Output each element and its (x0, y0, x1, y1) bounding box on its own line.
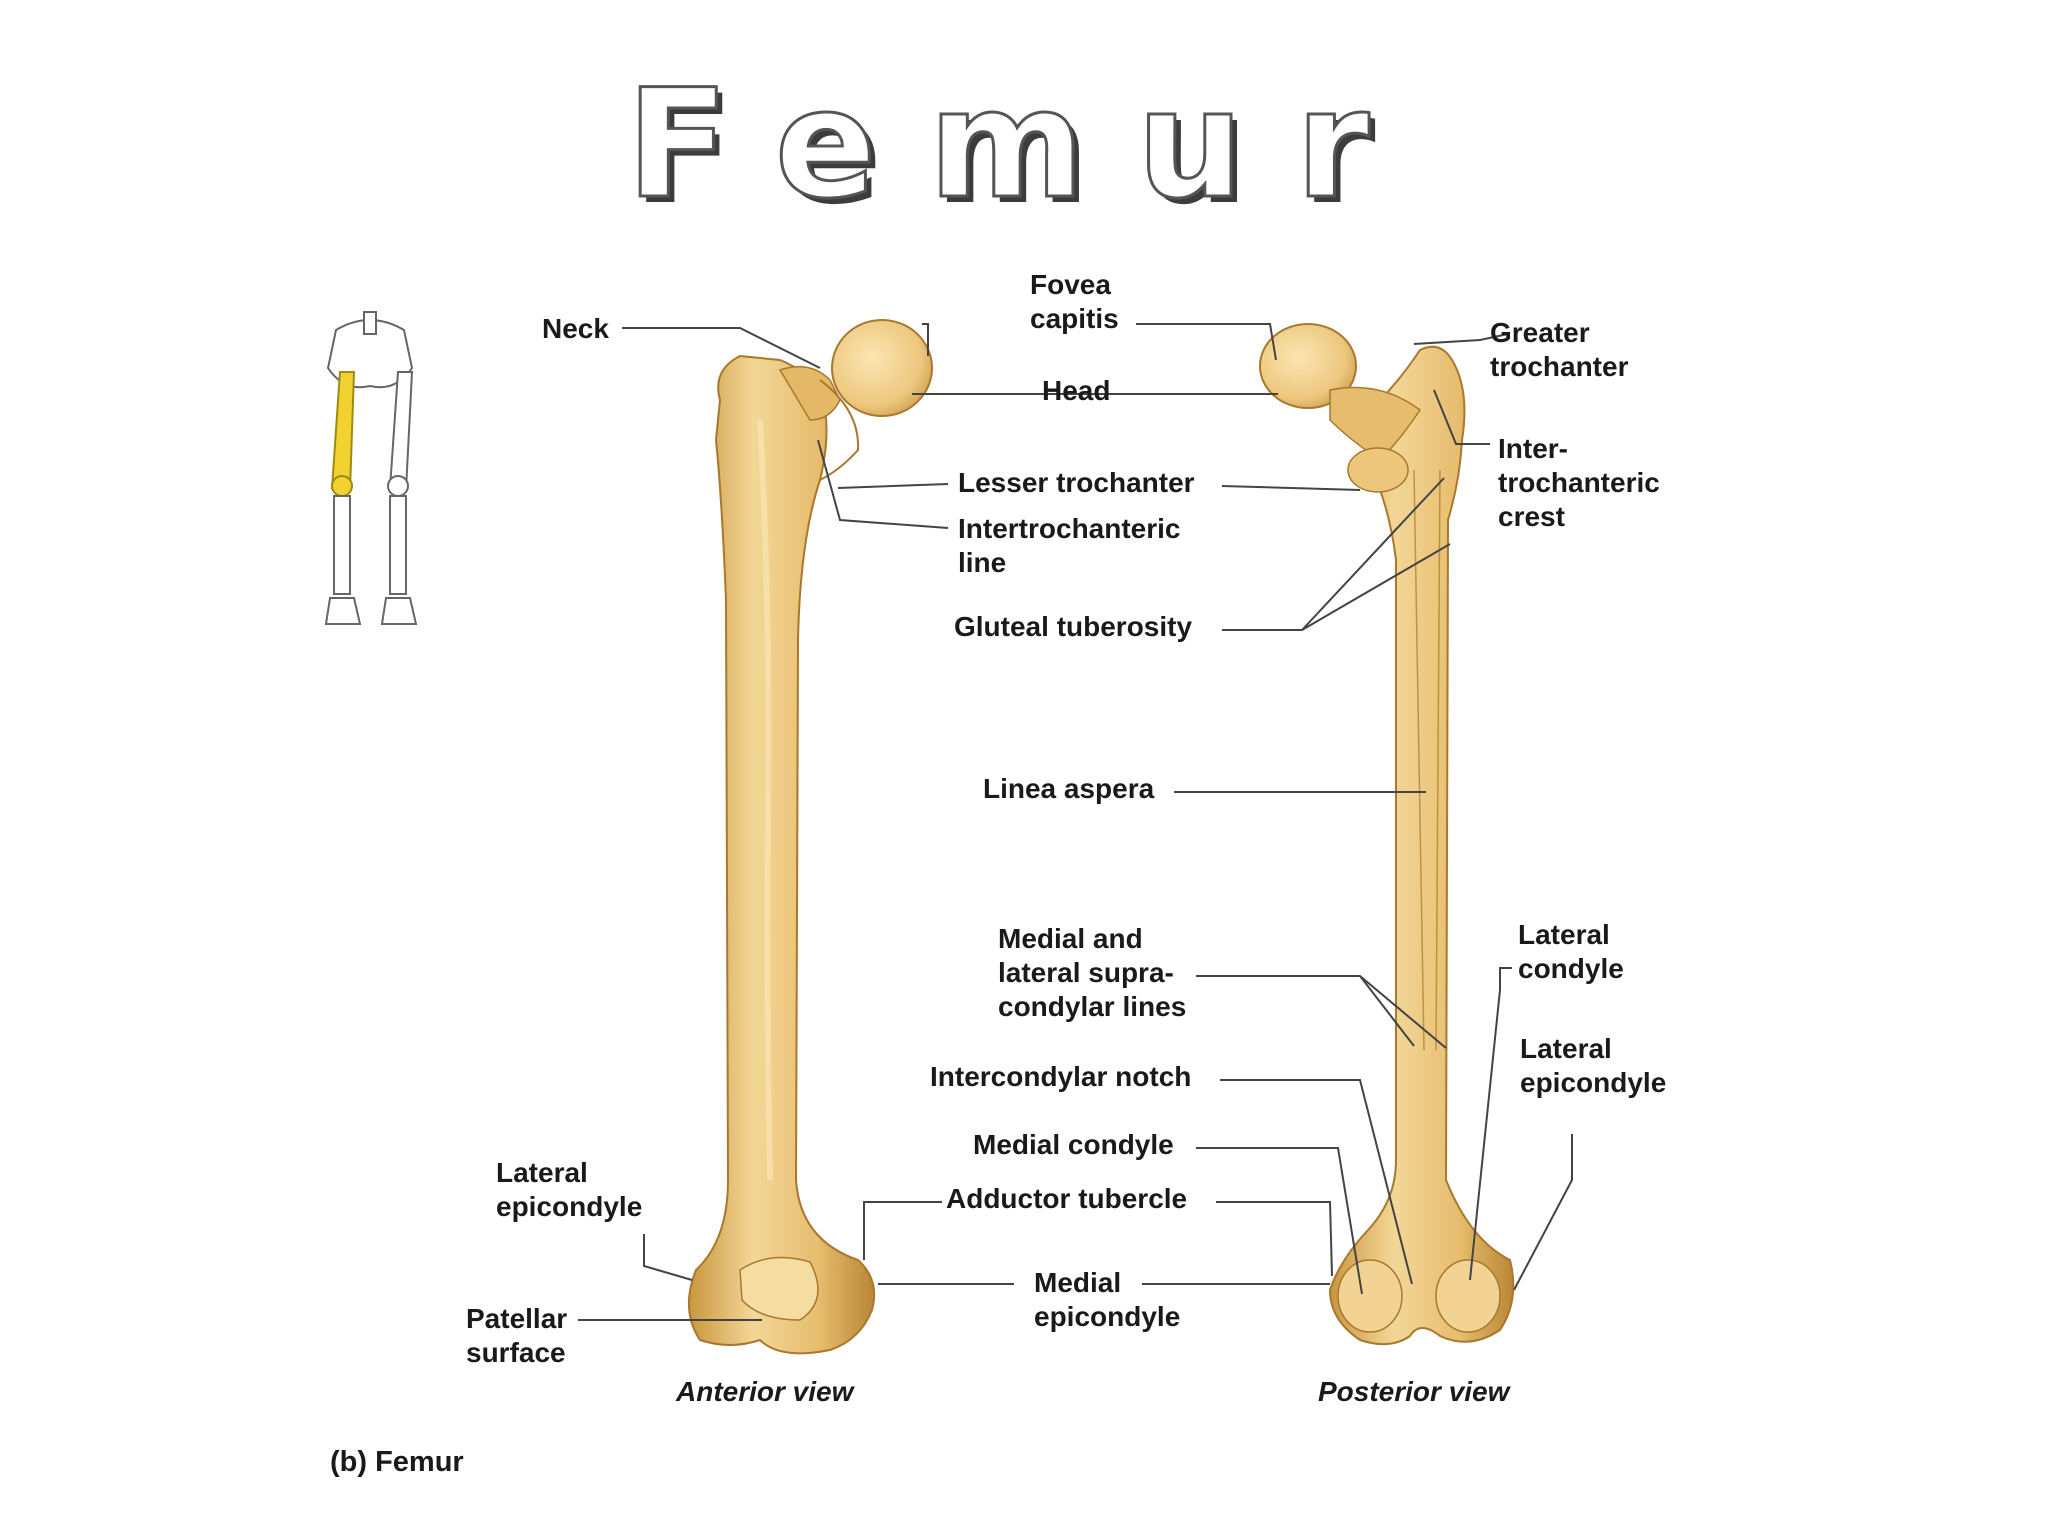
label-head: Head (1042, 375, 1111, 406)
anterior-view-label: Anterior view (676, 1376, 854, 1407)
label-supracondylar-lines: Medial and lateral supra- condylar lines (998, 923, 1187, 1022)
label-adductor-tubercle: Adductor tubercle (946, 1183, 1188, 1214)
label-patellar-surface: Patellar surface (466, 1303, 568, 1368)
label-fovea-capitis: Fovea capitis (1030, 269, 1119, 334)
label-lesser-trochanter: Lesser trochanter (958, 467, 1195, 498)
label-medial-condyle: Medial condyle (973, 1129, 1174, 1160)
label-medial-epicondyle: Medial epicondyle (1034, 1267, 1181, 1332)
label-neck: Neck (542, 313, 609, 344)
label-greater-trochanter: Greater trochanter (1490, 317, 1629, 382)
leader-lines (578, 323, 1573, 1321)
skeleton-locator-icon (324, 311, 418, 625)
label-gluteal-tuberosity: Gluteal tuberosity (954, 611, 1193, 642)
posterior-femur (1259, 323, 1515, 1346)
label-linea-aspera: Linea aspera (983, 773, 1155, 804)
label-lateral-epicondyle-anterior: Lateral epicondyle (496, 1157, 643, 1222)
label-intertrochanteric-line: Intertrochanteric line (958, 513, 1181, 578)
label-intercondylar-notch: Intercondylar notch (930, 1061, 1192, 1092)
label-lateral-condyle: Lateral condyle (1518, 919, 1624, 984)
label-intertrochanteric-crest: Inter- trochanteric crest (1498, 433, 1660, 532)
label-lateral-epicondyle-posterior: Lateral epicondyle (1520, 1033, 1667, 1098)
anterior-femur (687, 319, 933, 1355)
posterior-view-label: Posterior view (1318, 1376, 1510, 1407)
slide-title: Femur (625, 58, 1422, 232)
figure-caption: (b) Femur (330, 1446, 464, 1478)
